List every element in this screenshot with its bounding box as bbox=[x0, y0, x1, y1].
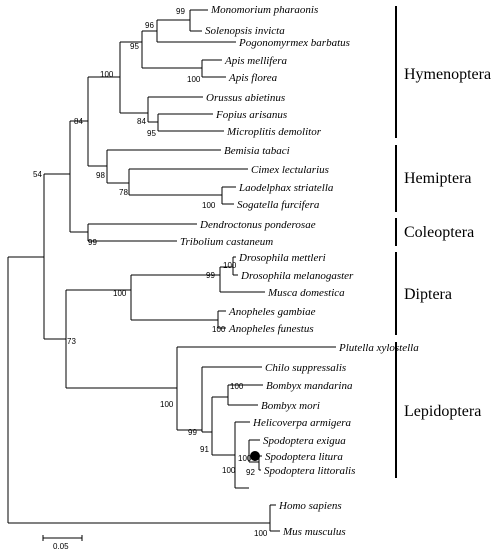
bootstrap-value: 95 bbox=[147, 129, 156, 138]
taxon-label: Pogonomyrmex barbatus bbox=[238, 37, 350, 49]
taxon-label: Homo sapiens bbox=[278, 500, 342, 512]
bootstrap-value: 84 bbox=[74, 117, 83, 126]
taxon-label: Microplitis demolitor bbox=[226, 126, 322, 138]
taxon-label: Spodoptera littoralis bbox=[264, 465, 355, 477]
taxon-labels: Monomorium pharaonis Solenopsis invicta … bbox=[180, 4, 419, 538]
bootstrap-value: 100 bbox=[202, 201, 216, 210]
taxon-label: Orussus abietinus bbox=[206, 92, 285, 104]
taxon-label: Anopheles gambiae bbox=[228, 306, 316, 318]
taxon-label: Anopheles funestus bbox=[228, 323, 314, 335]
taxon-label: Monomorium pharaonis bbox=[210, 4, 318, 16]
bootstrap-values: 99 96 95 100 100 95 84 84 98 78 100 99 5… bbox=[33, 7, 268, 538]
taxon-label: Helicoverpa armigera bbox=[252, 417, 352, 429]
bootstrap-value: 95 bbox=[130, 42, 139, 51]
bootstrap-value: 99 bbox=[206, 271, 215, 280]
bootstrap-value: 100 bbox=[113, 289, 127, 298]
order-label-lepidoptera: Lepidoptera bbox=[404, 403, 481, 420]
order-label-coleoptera: Coleoptera bbox=[404, 224, 474, 241]
bootstrap-value: 54 bbox=[33, 170, 42, 179]
taxon-label: Mus musculus bbox=[282, 526, 346, 538]
taxon-label: Spodoptera exigua bbox=[263, 435, 346, 447]
taxon-label: Fopius arisanus bbox=[215, 109, 287, 121]
taxon-label: Plutella xylostella bbox=[338, 342, 419, 354]
bootstrap-value: 100 bbox=[230, 382, 244, 391]
highlight-marker bbox=[250, 451, 260, 461]
bootstrap-value: 78 bbox=[119, 188, 128, 197]
bootstrap-value: 91 bbox=[200, 445, 209, 454]
bootstrap-value: 73 bbox=[67, 337, 76, 346]
taxon-label: Apis mellifera bbox=[224, 55, 288, 67]
taxon-label: Solenopsis invicta bbox=[205, 25, 285, 37]
order-label-hemiptera: Hemiptera bbox=[404, 170, 472, 187]
taxon-label: Tribolium castaneum bbox=[180, 236, 273, 248]
taxon-label: Apis florea bbox=[228, 72, 278, 84]
bootstrap-value: 100 bbox=[212, 325, 226, 334]
bootstrap-value: 99 bbox=[88, 238, 97, 247]
bootstrap-value: 100 bbox=[100, 70, 114, 79]
taxon-label: Musca domestica bbox=[267, 287, 345, 299]
bootstrap-value: 100 bbox=[254, 529, 268, 538]
taxon-label: Drosophila mettleri bbox=[238, 252, 326, 264]
bootstrap-value: 99 bbox=[176, 7, 185, 16]
taxon-label: Bemisia tabaci bbox=[224, 145, 290, 157]
taxon-label: Chilo suppressalis bbox=[265, 362, 346, 374]
taxon-label: Cimex lectularius bbox=[251, 164, 329, 176]
order-label-diptera: Diptera bbox=[404, 286, 452, 303]
tree-branches bbox=[7, 9, 336, 532]
scale-bar: 0.05 bbox=[42, 535, 83, 550]
bootstrap-value: 96 bbox=[145, 21, 154, 30]
bootstrap-value: 100 bbox=[160, 400, 174, 409]
taxon-label: Spodoptera litura bbox=[265, 451, 343, 463]
taxon-label: Sogatella furcifera bbox=[237, 199, 320, 211]
bootstrap-value: 98 bbox=[96, 171, 105, 180]
bootstrap-value: 84 bbox=[137, 117, 146, 126]
bootstrap-value: 92 bbox=[246, 468, 255, 477]
bootstrap-value: 99 bbox=[188, 428, 197, 437]
bootstrap-value: 100 bbox=[223, 261, 237, 270]
bootstrap-value: 100 bbox=[187, 75, 201, 84]
taxon-label: Laodelphax striatella bbox=[238, 182, 334, 194]
taxon-label: Drosophila melanogaster bbox=[240, 270, 354, 282]
order-label-hymenoptera: Hymenoptera bbox=[404, 66, 491, 83]
bootstrap-value: 100 bbox=[238, 454, 252, 463]
taxon-label: Bombyx mori bbox=[261, 400, 320, 412]
order-labels: Hymenoptera Hemiptera Coleoptera Diptera… bbox=[404, 66, 491, 420]
taxon-label: Dendroctonus ponderosae bbox=[199, 219, 316, 231]
bootstrap-value: 100 bbox=[222, 466, 236, 475]
scale-bar-label: 0.05 bbox=[53, 542, 69, 550]
taxon-label: Bombyx mandarina bbox=[266, 380, 353, 392]
